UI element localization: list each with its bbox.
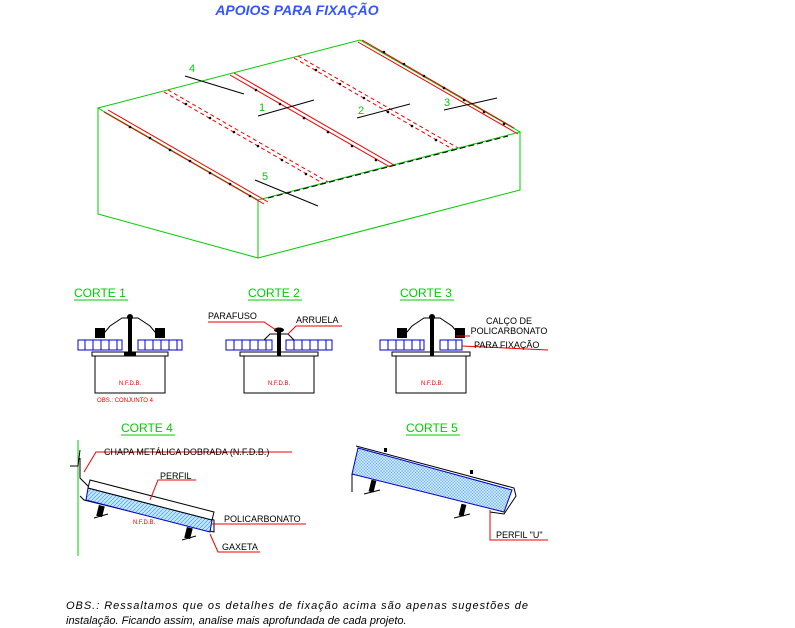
label-parafuso: PARAFUSO — [208, 311, 257, 321]
dashed-profile-lines — [163, 55, 459, 185]
label-chapa: CHAPA METÁLICA DOBRADA (N.F.D.B.) — [104, 447, 269, 457]
section-title-corte3: CORTE 3 — [400, 286, 452, 300]
corte2-detail — [208, 321, 342, 394]
corte1-nfdb: N.F.D.B. — [119, 381, 142, 387]
corte1-detail — [77, 314, 183, 394]
section-title-corte1: CORTE 1 — [74, 286, 126, 300]
label-leaders — [184, 75, 498, 207]
roof-isometric — [96, 39, 522, 259]
label-gaxeta: GAXETA — [222, 542, 258, 552]
roof-front-face — [97, 108, 259, 259]
roof-label-5: 5 — [262, 171, 268, 183]
roof-label-2: 2 — [358, 105, 364, 117]
corte3-detail — [379, 314, 549, 394]
section-title-corte5: CORTE 5 — [406, 421, 458, 435]
corte3-nfdb: N.F.D.B. — [421, 381, 444, 387]
label-policarbonato: POLICARBONATO — [224, 514, 301, 524]
section-title-corte4: CORTE 4 — [121, 421, 173, 435]
roof-labels: 4 1 2 3 5 — [189, 63, 450, 183]
corte1-obs: OBS.: CONJUNTO 4 — [97, 398, 154, 404]
roof-label-4: 4 — [189, 63, 195, 75]
corte4-detail — [70, 440, 306, 556]
roof-label-1: 1 — [259, 102, 265, 114]
label-arruela: ARRUELA — [296, 315, 339, 325]
corte2-nfdb: N.F.D.B. — [268, 381, 291, 387]
section-title-corte2: CORTE 2 — [248, 286, 300, 300]
roof-side-face — [257, 132, 521, 259]
label-calco-1: CALÇO DE — [486, 316, 532, 326]
roof-label-3: 3 — [444, 97, 450, 109]
obs-note-line2: instalação. Ficando assim, analise mais … — [66, 615, 407, 627]
label-calco-3: PARA FIXAÇÃO — [474, 340, 539, 350]
corte5-detail — [351, 445, 548, 541]
bolt-dots — [128, 50, 506, 198]
profile-lines — [103, 39, 519, 205]
label-perfil-u: PERFIL "U" — [496, 530, 543, 540]
page-title: APOIOS PARA FIXAÇÃO — [214, 1, 378, 18]
section-title-underlines — [74, 299, 460, 436]
label-calco-2: POLICARBONATO — [471, 326, 548, 336]
section-titles: CORTE 1 CORTE 2 CORTE 3 CORTE 4 CORTE 5 — [74, 286, 458, 435]
bottom-dashed-line — [267, 135, 509, 199]
obs-note-line1: OBS.: Ressaltamos que os detalhes de fix… — [66, 600, 528, 612]
label-perfil: PERFIL — [160, 471, 192, 481]
corte4-nfdb: N.F.D.B. — [133, 520, 156, 526]
